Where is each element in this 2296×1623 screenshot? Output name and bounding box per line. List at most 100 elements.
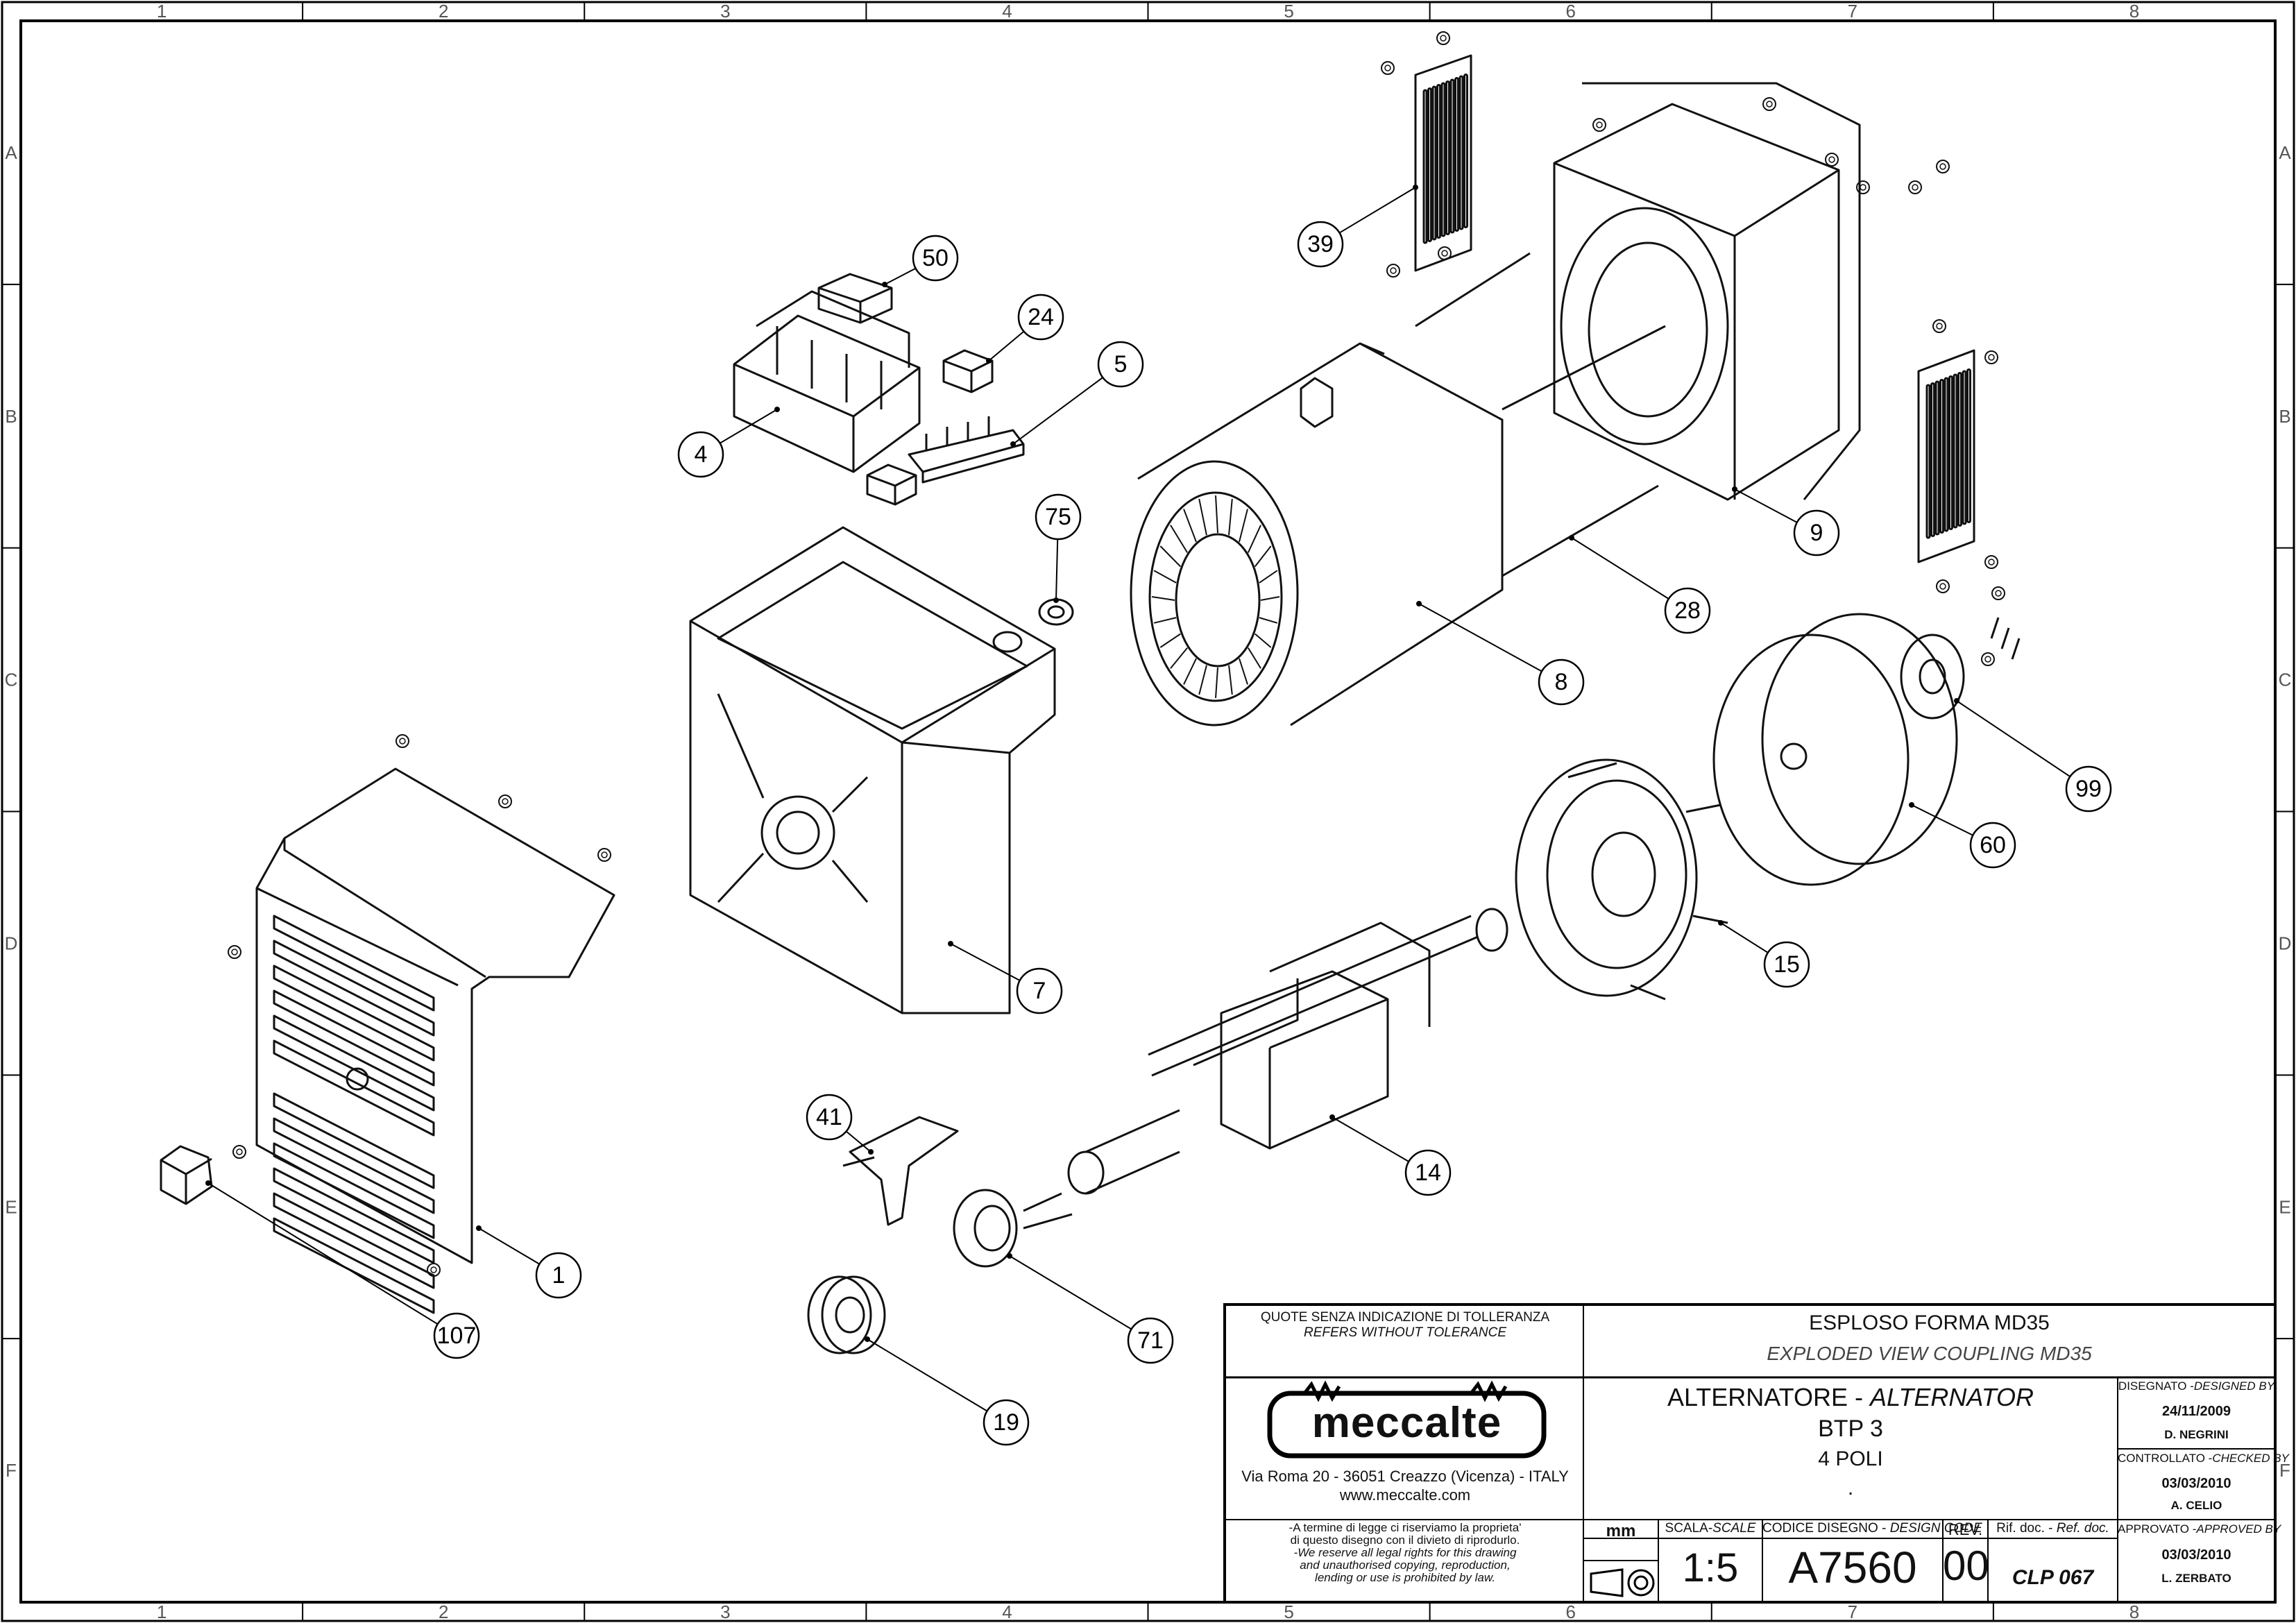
leader-dot [882, 282, 887, 287]
units-label: mm [1606, 1522, 1636, 1540]
code-label-it: CODICE DISEGNO - [1762, 1521, 1887, 1536]
zone-row-label: C [5, 670, 18, 690]
rear-cover-part [255, 767, 615, 1314]
callout-circle [1538, 658, 1585, 706]
washer-part [1038, 598, 1074, 626]
fan-part [1515, 758, 1728, 1001]
rotor-part [1067, 908, 1508, 1195]
callout-circle [1664, 587, 1711, 634]
leader-line [1332, 1116, 1409, 1162]
leader-dot [1416, 601, 1422, 606]
legal-notice: -A termine di legge ci riserviamo la pro… [1232, 1522, 1579, 1584]
legal-line-4: and unauthorised copying, reproduction, [1300, 1558, 1511, 1572]
leader-dot [1569, 535, 1574, 541]
zone-row-label: A [5, 142, 17, 163]
leader-dot [1010, 441, 1016, 447]
designed-label-it: DISEGNATO - [2118, 1379, 2194, 1393]
zone-row-label: E [5, 1196, 17, 1217]
zone-row-label: B [5, 406, 17, 427]
approved-name: L. ZERBATO [2161, 1572, 2231, 1585]
checked-by-header: CONTROLLATO -CHECKED BY [2118, 1452, 2289, 1465]
brush-holder-part [842, 1116, 959, 1226]
hub-part [1900, 617, 2021, 720]
approved-label-it: APPROVATO - [2118, 1522, 2197, 1536]
callout-circle [1404, 1149, 1452, 1196]
callout-circle [2065, 765, 2112, 813]
callout-balloon: 4 [677, 431, 724, 478]
callout-circle [1793, 509, 1840, 556]
code-label-en: DESIGN CODE [1889, 1521, 1982, 1536]
callout-number: 75 [1045, 504, 1071, 530]
ref-header: Rif. doc. - Ref. doc. [1988, 1521, 2118, 1536]
callout-number: 5 [1114, 351, 1128, 377]
approved-by-header: APPROVATO -APPROVED BY [2118, 1522, 2281, 1536]
callout-circle [1969, 822, 2016, 869]
adaptor-housing-part [689, 526, 1056, 1014]
ref-label-it: Rif. doc. - [1996, 1521, 2053, 1536]
leader-dot [1909, 802, 1914, 808]
callout-balloon: 5 [1097, 341, 1144, 388]
zone-row-label: E [2279, 1196, 2290, 1217]
scale-label-en: SCALE [1712, 1521, 1756, 1536]
code-header: CODICE DISEGNO - DESIGN CODE [1762, 1521, 1982, 1536]
terminal-block-part [866, 464, 917, 506]
callout-balloon: 28 [1664, 587, 1711, 634]
tolerance-note-en: REFERS WITHOUT TOLERANCE [1303, 1325, 1507, 1340]
callout-circle [1016, 967, 1063, 1014]
callout-balloon: 8 [1538, 658, 1585, 706]
projection-symbol-icon [1590, 1568, 1655, 1597]
callout-balloon: 15 [1763, 941, 1810, 988]
callout-number: 19 [993, 1409, 1019, 1436]
leader-line [1009, 1255, 1132, 1330]
designed-by-header: DISEGNATO -DESIGNED BY [2118, 1379, 2275, 1393]
avr-part [733, 290, 921, 473]
product-title-en: ALTERNATOR [1870, 1383, 2034, 1411]
leader-dot [1954, 698, 1959, 704]
leader-line [1734, 488, 1798, 523]
callout-number: 39 [1307, 231, 1334, 257]
rev-header: REV. [1948, 1521, 1983, 1538]
callout-circle [535, 1252, 582, 1299]
terminal-50-part [817, 273, 893, 324]
legal-line-2: di questo disegno con il divieto di ripr… [1290, 1533, 1520, 1547]
callout-number: 50 [922, 245, 949, 271]
checked-name: A. CELIO [2170, 1499, 2222, 1512]
leader-line [845, 1130, 871, 1153]
zone-row-label: D [5, 933, 18, 953]
callout-number: 15 [1774, 951, 1800, 978]
rev-value: 00 [1943, 1543, 1989, 1589]
callout-circle [1127, 1317, 1174, 1364]
ref-doc: CLP 067 [2012, 1566, 2094, 1589]
callout-circle [1017, 294, 1064, 341]
leader-dot [476, 1225, 482, 1231]
callout-balloon: 24 [1017, 294, 1064, 341]
callout-circle [1297, 221, 1344, 268]
title-block-grid [1223, 1303, 2277, 1604]
callout-number: 4 [695, 441, 708, 468]
callout-balloon: 19 [983, 1399, 1030, 1446]
leader-line [1571, 537, 1669, 600]
leader-line [867, 1339, 988, 1412]
callout-circle [1763, 941, 1810, 988]
leader-dot [1007, 1253, 1012, 1259]
callout-number: 8 [1555, 669, 1568, 695]
zone-column-label: 5 [1284, 1601, 1293, 1622]
leader-dot [986, 358, 992, 364]
leader-dot [865, 1336, 870, 1342]
leader-lines [205, 185, 2070, 1412]
zone-column-label: 3 [720, 1, 730, 22]
zone-row-label: A [2279, 142, 2291, 163]
legal-line-5: lending or use is prohibited by law. [1315, 1571, 1495, 1584]
callout-balloon: 50 [912, 235, 959, 282]
callout-number: 71 [1137, 1327, 1164, 1354]
callout-balloon: 99 [2065, 765, 2112, 813]
logo-frame [1267, 1391, 1547, 1459]
extra-note: . [1847, 1477, 1854, 1499]
callout-balloon: 41 [806, 1094, 853, 1141]
leader-line [720, 409, 778, 444]
callout-balloon: 9 [1793, 509, 1840, 556]
checked-label-it: CONTROLLATO - [2118, 1452, 2213, 1465]
